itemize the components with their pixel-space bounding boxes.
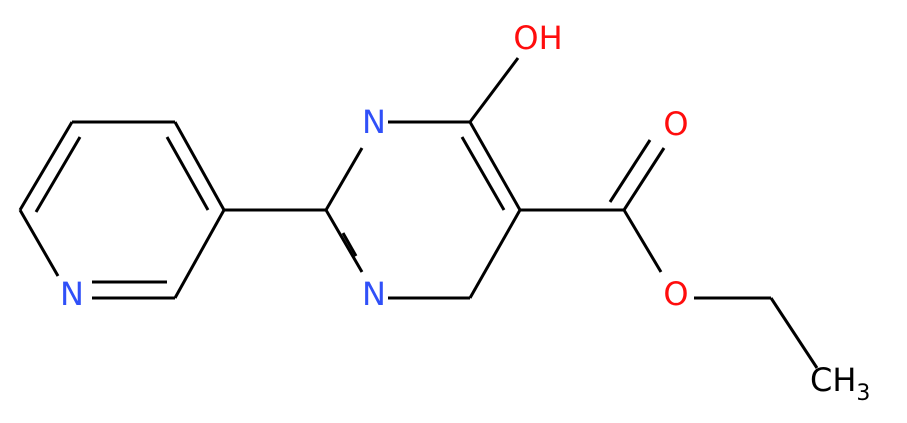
bond-pyrimidine-3 [468,121,522,211]
bond-pyrimidine-1 [324,147,364,211]
bond-pyridine-1 [18,121,74,211]
bond-pyrimidine-4 [468,209,522,299]
carbonyl-o-label: O [663,105,688,143]
bond-pyrimidine-6 [324,209,364,273]
pyrimidine-n-bottom-label: N [362,275,386,313]
ester-o-label: O [663,275,688,313]
bond-pyrimidine-6-inner [341,232,358,257]
methyl-subscript: 3 [856,381,870,406]
methyl-label: CH3 [810,361,870,406]
methyl-main-text: CH [810,361,856,399]
bond-carbonyl-double-1 [622,147,666,211]
bond-pyridine-1-inner [34,136,82,213]
ester-group [520,139,819,369]
bond-pyrimidine-3-inner [460,136,506,211]
bond-pyridine-6 [18,209,60,277]
bond-pyridine-4 [173,209,226,299]
bond-c-oh [468,57,520,123]
bond-pyridine-3 [173,121,226,211]
pyridine-ring [18,120,226,300]
hydroxyl-label: OH [513,19,562,57]
bond-ch2-ch3 [769,297,819,369]
pyrimidine-ring [324,120,522,300]
pyrimidine-n-top-label: N [362,103,386,141]
bond-pyridine-3-inner [165,136,210,211]
pyridine-n-label: N [60,275,84,313]
bond-carbonyl-double-2 [608,139,652,203]
bond-carbonyl-ester-o [622,209,663,273]
